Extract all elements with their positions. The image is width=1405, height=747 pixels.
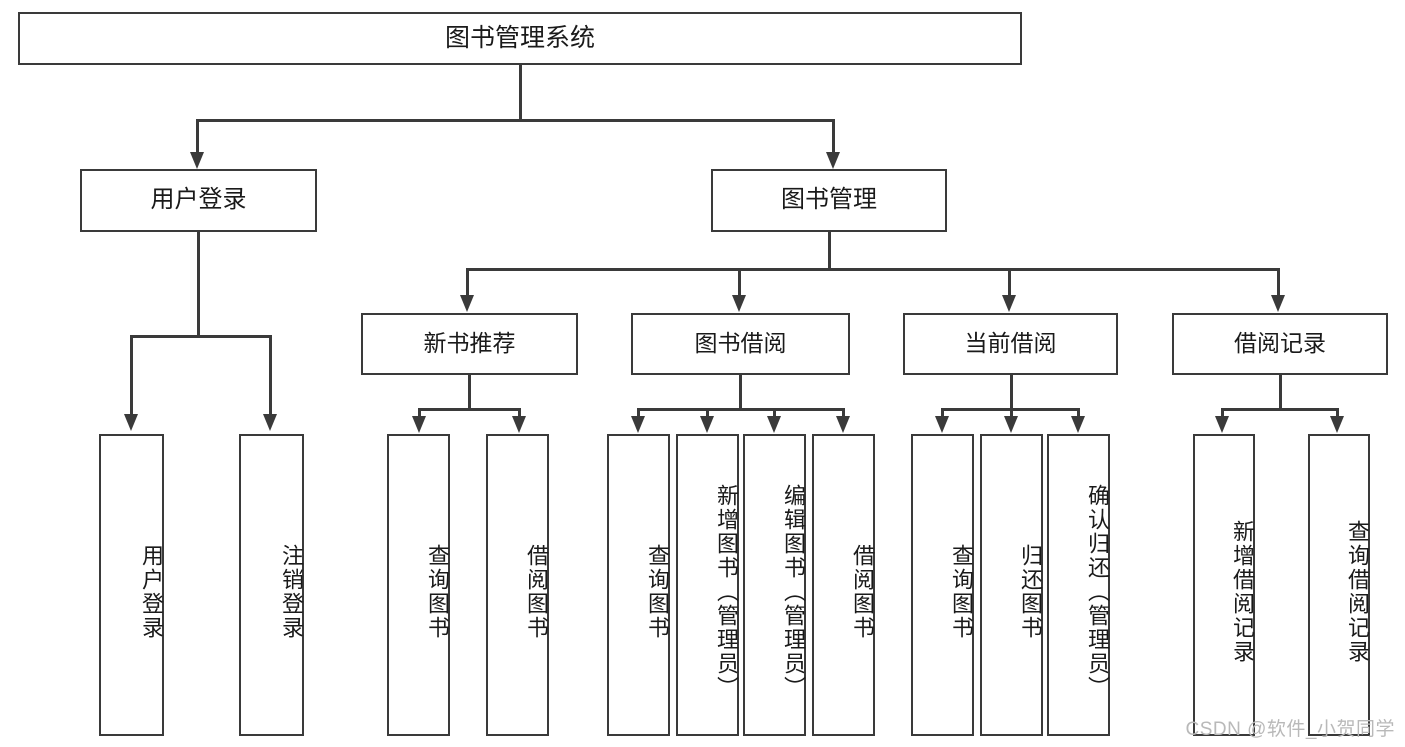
arrow-down-icon: [732, 295, 746, 312]
connector-current-borrow-stem: [1010, 375, 1013, 411]
leaf-borrow-book-recommend[interactable]: 借阅图书: [486, 434, 549, 736]
leaf-borrow-book[interactable]: 借阅图书: [812, 434, 875, 736]
node-label: 确认归还（管理员）: [1085, 484, 1110, 700]
node-label: 当前借阅: [964, 330, 1057, 357]
node-root-book-management-system[interactable]: 图书管理系统: [18, 12, 1022, 65]
leaf-query-book-recommend[interactable]: 查询图书: [387, 434, 450, 736]
arrow-down-icon: [263, 414, 277, 431]
arrow-down-icon: [836, 416, 850, 433]
arrow-down-icon: [1004, 416, 1018, 433]
node-label: 查询图书: [949, 544, 974, 640]
arrow-down-icon: [1002, 295, 1016, 312]
leaf-return-book[interactable]: 归还图书: [980, 434, 1043, 736]
connector-user-login-bar: [130, 335, 272, 338]
connector-to-leaf-logout: [269, 335, 272, 417]
arrow-down-icon: [412, 416, 426, 433]
leaf-user-login[interactable]: 用户登录: [99, 434, 164, 736]
connector-root-bar: [196, 119, 835, 122]
node-label: 新增图书（管理员）: [714, 484, 739, 700]
node-current-borrow[interactable]: 当前借阅: [903, 313, 1118, 375]
arrow-down-icon: [1271, 295, 1285, 312]
connector-level3-bar: [466, 268, 1280, 271]
arrow-down-icon: [190, 152, 204, 169]
connector-branch: [941, 408, 944, 419]
leaf-query-borrow-record[interactable]: 查询借阅记录: [1308, 434, 1370, 736]
leaf-add-borrow-record[interactable]: 新增借阅记录: [1193, 434, 1255, 736]
leaf-query-book-current[interactable]: 查询图书: [911, 434, 974, 736]
connector-root-to-book-management: [832, 119, 835, 155]
connector-branch: [418, 408, 421, 419]
leaf-add-book-admin[interactable]: 新增图书（管理员）: [676, 434, 739, 736]
node-label: 图书管理: [781, 186, 877, 214]
connector-book-borrow-stem: [739, 375, 742, 411]
connector-branch: [706, 408, 709, 419]
connector-borrow-record-bar: [1221, 408, 1338, 411]
connector-to-new-book-recommend: [466, 268, 469, 298]
node-label: 图书借阅: [694, 330, 787, 357]
node-label: 图书管理系统: [444, 23, 595, 52]
node-label: 查询图书: [425, 544, 450, 640]
connector-branch: [1077, 408, 1080, 419]
node-label: 用户登录: [139, 544, 164, 640]
connector-new-book-recommend-bar: [418, 408, 521, 411]
node-book-borrow[interactable]: 图书借阅: [631, 313, 850, 375]
connector-book-management-stem: [828, 232, 831, 270]
node-label: 借阅图书: [524, 544, 549, 640]
connector-branch: [1336, 408, 1339, 419]
node-label: 查询借阅记录: [1345, 520, 1370, 664]
node-label: 新增借阅记录: [1230, 520, 1255, 664]
node-label: 归还图书: [1018, 544, 1043, 640]
connector-branch: [637, 408, 640, 419]
arrow-down-icon: [631, 416, 645, 433]
arrow-down-icon: [1215, 416, 1229, 433]
connector-branch: [842, 408, 845, 419]
connector-book-borrow-bar: [637, 408, 845, 411]
connector-branch: [518, 408, 521, 419]
node-user-login[interactable]: 用户登录: [80, 169, 317, 232]
node-label: 借阅图书: [850, 544, 875, 640]
node-label: 用户登录: [150, 186, 247, 214]
connector-to-borrow-record: [1277, 268, 1280, 298]
connector-new-book-recommend-stem: [468, 375, 471, 411]
connector-branch: [1221, 408, 1224, 419]
connector-user-login-stem: [197, 232, 200, 338]
connector-borrow-record-stem: [1279, 375, 1282, 411]
node-label: 新书推荐: [423, 330, 516, 357]
connector-to-leaf-user-login: [130, 335, 133, 417]
node-new-book-recommend[interactable]: 新书推荐: [361, 313, 578, 375]
arrow-down-icon: [1071, 416, 1085, 433]
node-label: 借阅记录: [1234, 330, 1326, 357]
node-label: 注销登录: [279, 544, 304, 640]
leaf-edit-book-admin[interactable]: 编辑图书（管理员）: [743, 434, 806, 736]
connector-to-current-borrow: [1008, 268, 1011, 298]
connector-root-stem: [519, 65, 522, 119]
leaf-query-book-borrow[interactable]: 查询图书: [607, 434, 670, 736]
node-borrow-record[interactable]: 借阅记录: [1172, 313, 1388, 375]
node-label: 查询图书: [645, 544, 670, 640]
connector-root-to-user-login: [196, 119, 199, 155]
arrow-down-icon: [1330, 416, 1344, 433]
arrow-down-icon: [826, 152, 840, 169]
arrow-down-icon: [512, 416, 526, 433]
leaf-confirm-return-admin[interactable]: 确认归还（管理员）: [1047, 434, 1110, 736]
connector-branch: [1010, 408, 1013, 419]
arrow-down-icon: [700, 416, 714, 433]
node-label: 编辑图书（管理员）: [781, 484, 806, 700]
arrow-down-icon: [460, 295, 474, 312]
connector-to-book-borrow: [738, 268, 741, 298]
arrow-down-icon: [767, 416, 781, 433]
connector-branch: [773, 408, 776, 419]
watermark: CSDN @软件_小贺同学: [1185, 719, 1395, 740]
leaf-logout[interactable]: 注销登录: [239, 434, 304, 736]
node-book-management[interactable]: 图书管理: [711, 169, 947, 232]
arrow-down-icon: [935, 416, 949, 433]
arrow-down-icon: [124, 414, 138, 431]
